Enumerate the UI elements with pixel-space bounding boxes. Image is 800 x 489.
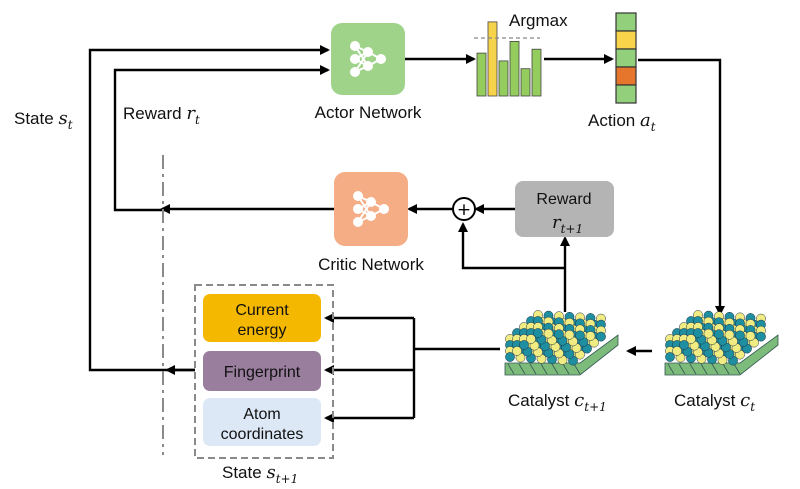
state-next-label: State st+1 bbox=[222, 462, 298, 486]
critic-label: Critic Network bbox=[318, 255, 424, 274]
slab-base bbox=[504, 334, 619, 376]
slab-hatch bbox=[722, 363, 730, 375]
state-feature-box-bg bbox=[203, 351, 321, 391]
reward-box-symbol: rt+1 bbox=[552, 212, 583, 236]
sum-node: + bbox=[452, 197, 476, 221]
argmax-bar bbox=[520, 68, 531, 97]
slab-hatch bbox=[529, 363, 537, 375]
state-next-container bbox=[194, 284, 334, 459]
argmax-bar bbox=[487, 21, 498, 97]
argmax-bar bbox=[531, 48, 542, 97]
atom bbox=[724, 329, 735, 340]
atom bbox=[745, 331, 756, 341]
reward-label: Reward rt bbox=[123, 103, 200, 127]
argmax-bar-chart: Argmax bbox=[474, 11, 568, 97]
action-label: Action at bbox=[588, 110, 656, 134]
atom bbox=[533, 328, 543, 338]
edge-up-to-plus bbox=[458, 222, 565, 270]
plus-icon: + bbox=[457, 200, 471, 220]
atom bbox=[703, 328, 714, 339]
state-feature-label: Atom bbox=[243, 406, 280, 423]
atom bbox=[585, 331, 596, 341]
catalyst-label: Catalyst ct bbox=[674, 390, 755, 414]
slab-hatch bbox=[733, 363, 741, 375]
edge-state-to-actor bbox=[88, 45, 330, 372]
slab-hatch bbox=[700, 363, 708, 375]
catalyst-next-label: Catalyst ct+1 bbox=[508, 390, 607, 414]
edge-action-to-catalyst bbox=[638, 58, 725, 316]
slab-base bbox=[664, 334, 779, 376]
argmax-bar bbox=[498, 60, 509, 97]
slab-hatch bbox=[689, 363, 697, 375]
state-feature-box: Atom coordinates bbox=[203, 398, 321, 446]
atom bbox=[519, 340, 529, 350]
slab-hatch bbox=[711, 363, 719, 375]
action-cell bbox=[615, 12, 637, 32]
atom bbox=[756, 331, 766, 342]
atom bbox=[564, 329, 575, 340]
argmax-bar bbox=[476, 52, 487, 97]
atom bbox=[686, 334, 696, 344]
atom bbox=[512, 346, 522, 356]
state-label: State st bbox=[14, 108, 73, 132]
edge-reward-to-actor bbox=[113, 65, 330, 212]
slab-hatch bbox=[551, 363, 559, 375]
state-feature-box-bg bbox=[203, 294, 321, 342]
atom bbox=[505, 352, 515, 362]
critic-network: Critic Network bbox=[318, 172, 424, 274]
state-feature-box: Current energy bbox=[203, 294, 321, 342]
catalyst-next-structure bbox=[504, 310, 619, 376]
slab-hatch bbox=[540, 363, 548, 375]
reward-box-label: Reward bbox=[536, 191, 591, 208]
argmax-bar bbox=[509, 41, 520, 97]
catalyst-structure bbox=[664, 310, 779, 376]
atom bbox=[693, 328, 703, 338]
atom bbox=[679, 340, 689, 350]
atom bbox=[575, 330, 585, 341]
state-feature-label: energy bbox=[238, 322, 287, 339]
action-cell bbox=[615, 30, 637, 50]
atom bbox=[714, 329, 724, 340]
atom bbox=[526, 334, 536, 344]
state-feature-box: Fingerprint bbox=[203, 351, 321, 391]
action-cell bbox=[615, 48, 637, 68]
slab-hatch bbox=[573, 363, 581, 375]
atom bbox=[543, 328, 554, 339]
slab-hatch bbox=[562, 363, 570, 375]
atom bbox=[596, 331, 606, 342]
atom bbox=[672, 346, 682, 356]
action-cell bbox=[615, 66, 637, 86]
state-feature-box-bg bbox=[203, 398, 321, 446]
edges bbox=[88, 45, 725, 423]
state-feature-label: Current bbox=[235, 302, 289, 319]
actor-label: Actor Network bbox=[315, 103, 422, 122]
actor-network: Actor Network bbox=[315, 23, 422, 122]
reward-box: Reward rt+1 bbox=[515, 181, 614, 237]
atom bbox=[735, 330, 745, 341]
state-feature-label: coordinates bbox=[221, 426, 304, 443]
argmax-label: Argmax bbox=[509, 11, 568, 30]
slab-hatch bbox=[667, 363, 675, 375]
atom bbox=[554, 329, 564, 340]
slab-hatch bbox=[678, 363, 686, 375]
action-vector bbox=[615, 12, 637, 104]
action-cell bbox=[615, 84, 637, 104]
state-feature-label: Fingerprint bbox=[224, 364, 301, 381]
slab-hatch bbox=[518, 363, 526, 375]
atom bbox=[665, 352, 675, 362]
slab-hatch bbox=[507, 363, 515, 375]
